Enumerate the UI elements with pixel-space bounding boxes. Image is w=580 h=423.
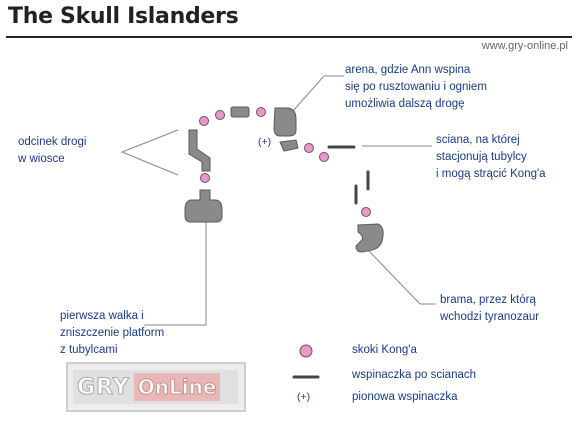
leader-lines (120, 75, 436, 326)
label-gate: brama, przez którą wchodzi tyranozaur (440, 294, 540, 323)
legend-wall-climb-label: wspinaczka po scianach (352, 369, 477, 381)
arena-platform (273, 107, 297, 137)
logo-gry-text: GRY (77, 374, 130, 400)
wall-climb-bars (327, 145, 370, 205)
village-path-platform (188, 129, 211, 172)
legend-jump-symbol (299, 344, 313, 358)
label-arena: arena, gdzie Ann wspina się po rusztowan… (345, 64, 487, 110)
first-fight-platform (184, 189, 223, 223)
legend-jumps-label: skoki Kong'a (352, 344, 417, 356)
logo-online-text: OnLine (133, 373, 221, 401)
jump-point (200, 173, 210, 183)
label-wall: sciana, na której stacjonują tubylcy i m… (436, 134, 546, 180)
legend-symbols (292, 344, 320, 379)
leader-arena (291, 75, 344, 113)
label-first-fight: pierwsza walka i zniszczenie platform z … (60, 310, 165, 356)
legend-vertical-climb-label: pionowa wspinaczka (352, 391, 458, 403)
jump-points (199, 107, 371, 217)
page-title: The Skull Islanders (8, 4, 239, 29)
leader-first-fight (144, 220, 207, 326)
title-underline (6, 36, 572, 38)
jump-point (304, 143, 314, 153)
leader-village-road (120, 129, 179, 176)
platforms (184, 106, 384, 253)
legend-vertical-marker: (+) (297, 391, 311, 403)
label-village-road: odcinek drogi w wiosce (18, 136, 87, 165)
jump-point (215, 110, 225, 120)
gry-online-logo: GRY OnLine (66, 362, 246, 412)
jump-point (199, 116, 209, 126)
gate-platform (355, 223, 384, 253)
jump-point (361, 207, 371, 217)
vertical-climb-marker: (+) (258, 136, 272, 148)
bridge-platform (230, 106, 250, 118)
jump-point (256, 107, 266, 117)
jump-point (319, 152, 329, 162)
leader-gate (367, 249, 436, 305)
arena-lower-platform (279, 139, 299, 152)
source-credit: www.gry-online.pl (481, 40, 568, 52)
